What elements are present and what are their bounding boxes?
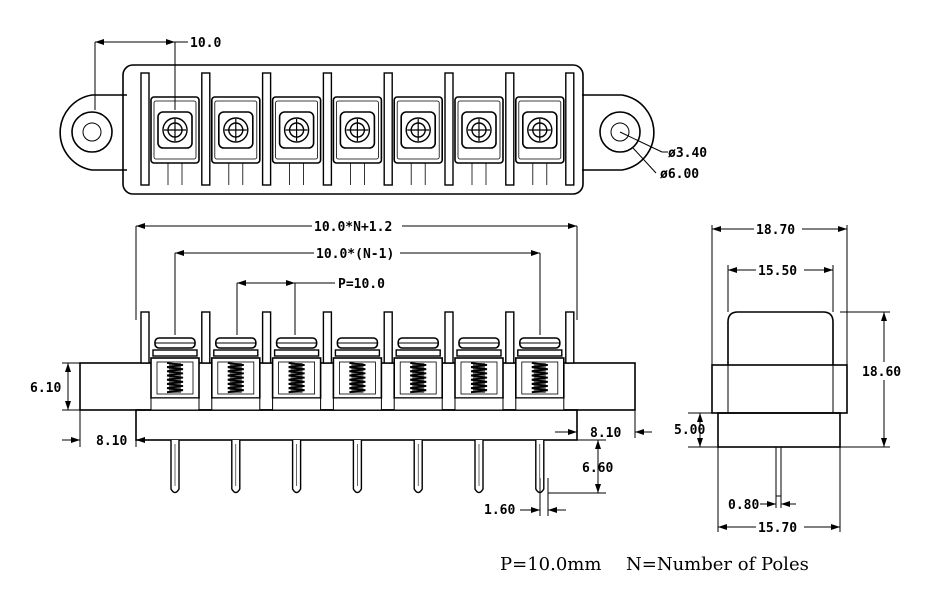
front-barrier [505,311,515,364]
dim-arrow [531,507,540,513]
top-barrier [444,72,454,186]
dim-arrow [71,437,80,443]
right-mounting-ear [582,94,655,171]
dim-pitch-top: 10.0 [190,36,221,51]
front-barrier [565,311,575,364]
dim-total-length: 10.0*N+1.2 [314,220,392,235]
top-terminal-cell [332,96,383,185]
front-terminal-screw [332,337,383,411]
dim-span: 10.0*(N-1) [316,247,394,262]
front-barrier [322,311,333,364]
left-ear-hole [82,122,102,142]
dim-right-offset: 8.10 [590,426,621,441]
side-view: 18.70 15.50 18.60 5.00 0.80 [674,220,910,536]
front-terminal-screw [514,337,565,411]
top-terminal-cell [514,96,565,185]
top-barrier [322,72,333,186]
top-terminal-cell [454,96,504,185]
right-ear-hole [610,122,630,142]
legend-pitch: P=10.0mm [500,554,601,575]
front-barrier [261,311,272,364]
dim-side-width-top: 18.70 [756,223,795,238]
dim-hole-diameter: ø3.40 [668,146,707,161]
dim-arrows [697,413,703,447]
top-barrier [505,72,515,186]
dim-left-offset: 8.10 [96,434,127,449]
top-barrier [201,72,211,186]
front-terminal-screw [150,337,200,411]
side-pin [775,446,782,497]
left-mounting-ear [59,94,127,171]
leader-line [632,147,657,174]
dim-side-base-height: 5.00 [674,423,705,438]
dim-body-height: 6.10 [30,381,61,396]
legend-poles: N=Number of Poles [626,554,809,575]
side-body [711,364,848,414]
right-ear-outer-circle [599,111,641,153]
top-terminal-cell [393,96,444,185]
front-terminal-screw [454,337,504,411]
side-base [717,412,841,448]
dim-ear-diameter: ø6.00 [660,167,699,182]
dim-side-height: 18.60 [862,365,901,380]
dim-pin-pitch-small: 1.60 [484,503,515,518]
top-terminal-cell [211,96,261,185]
front-terminals [140,311,575,411]
dim-pin-thickness: 0.80 [728,498,759,513]
dim-pin-length: 6.60 [582,461,613,476]
front-barrier [140,311,150,364]
front-pins [170,440,545,494]
front-terminal-screw [211,337,261,411]
front-barrier [383,311,393,364]
side-cap [727,311,834,365]
top-barrier [565,72,575,186]
front-barrier [444,311,454,364]
front-barrier [201,311,211,364]
dim-arrow [767,501,776,507]
front-terminal-screw [271,337,322,411]
dim-side-cap-width: 15.50 [758,264,797,279]
dim-arrows [95,39,175,45]
front-bottom-plate [135,409,578,441]
top-barrier [140,72,150,186]
dim-arrow [781,501,790,507]
dim-arrow [568,429,577,435]
front-view: 10.0*N+1.2 10.0*(N-1) P=10.0 6.10 8.10 [30,217,652,518]
dim-arrow [136,437,145,443]
leader-line [619,131,663,153]
top-terminals [140,72,575,186]
top-view: 10.0 ø3.40 ø6.00 [59,36,707,195]
front-terminal-screw [393,337,444,411]
dim-side-base-width: 15.70 [758,521,797,536]
top-body-outline [122,64,584,195]
top-barrier [261,72,272,186]
dim-arrow [548,507,557,513]
top-terminal-cell [150,96,200,185]
dim-pitch: P=10.0 [338,277,385,292]
top-terminal-cell [271,96,322,185]
top-barrier [383,72,393,186]
left-ear-outer-circle [71,111,113,153]
dim-arrow [635,429,644,435]
